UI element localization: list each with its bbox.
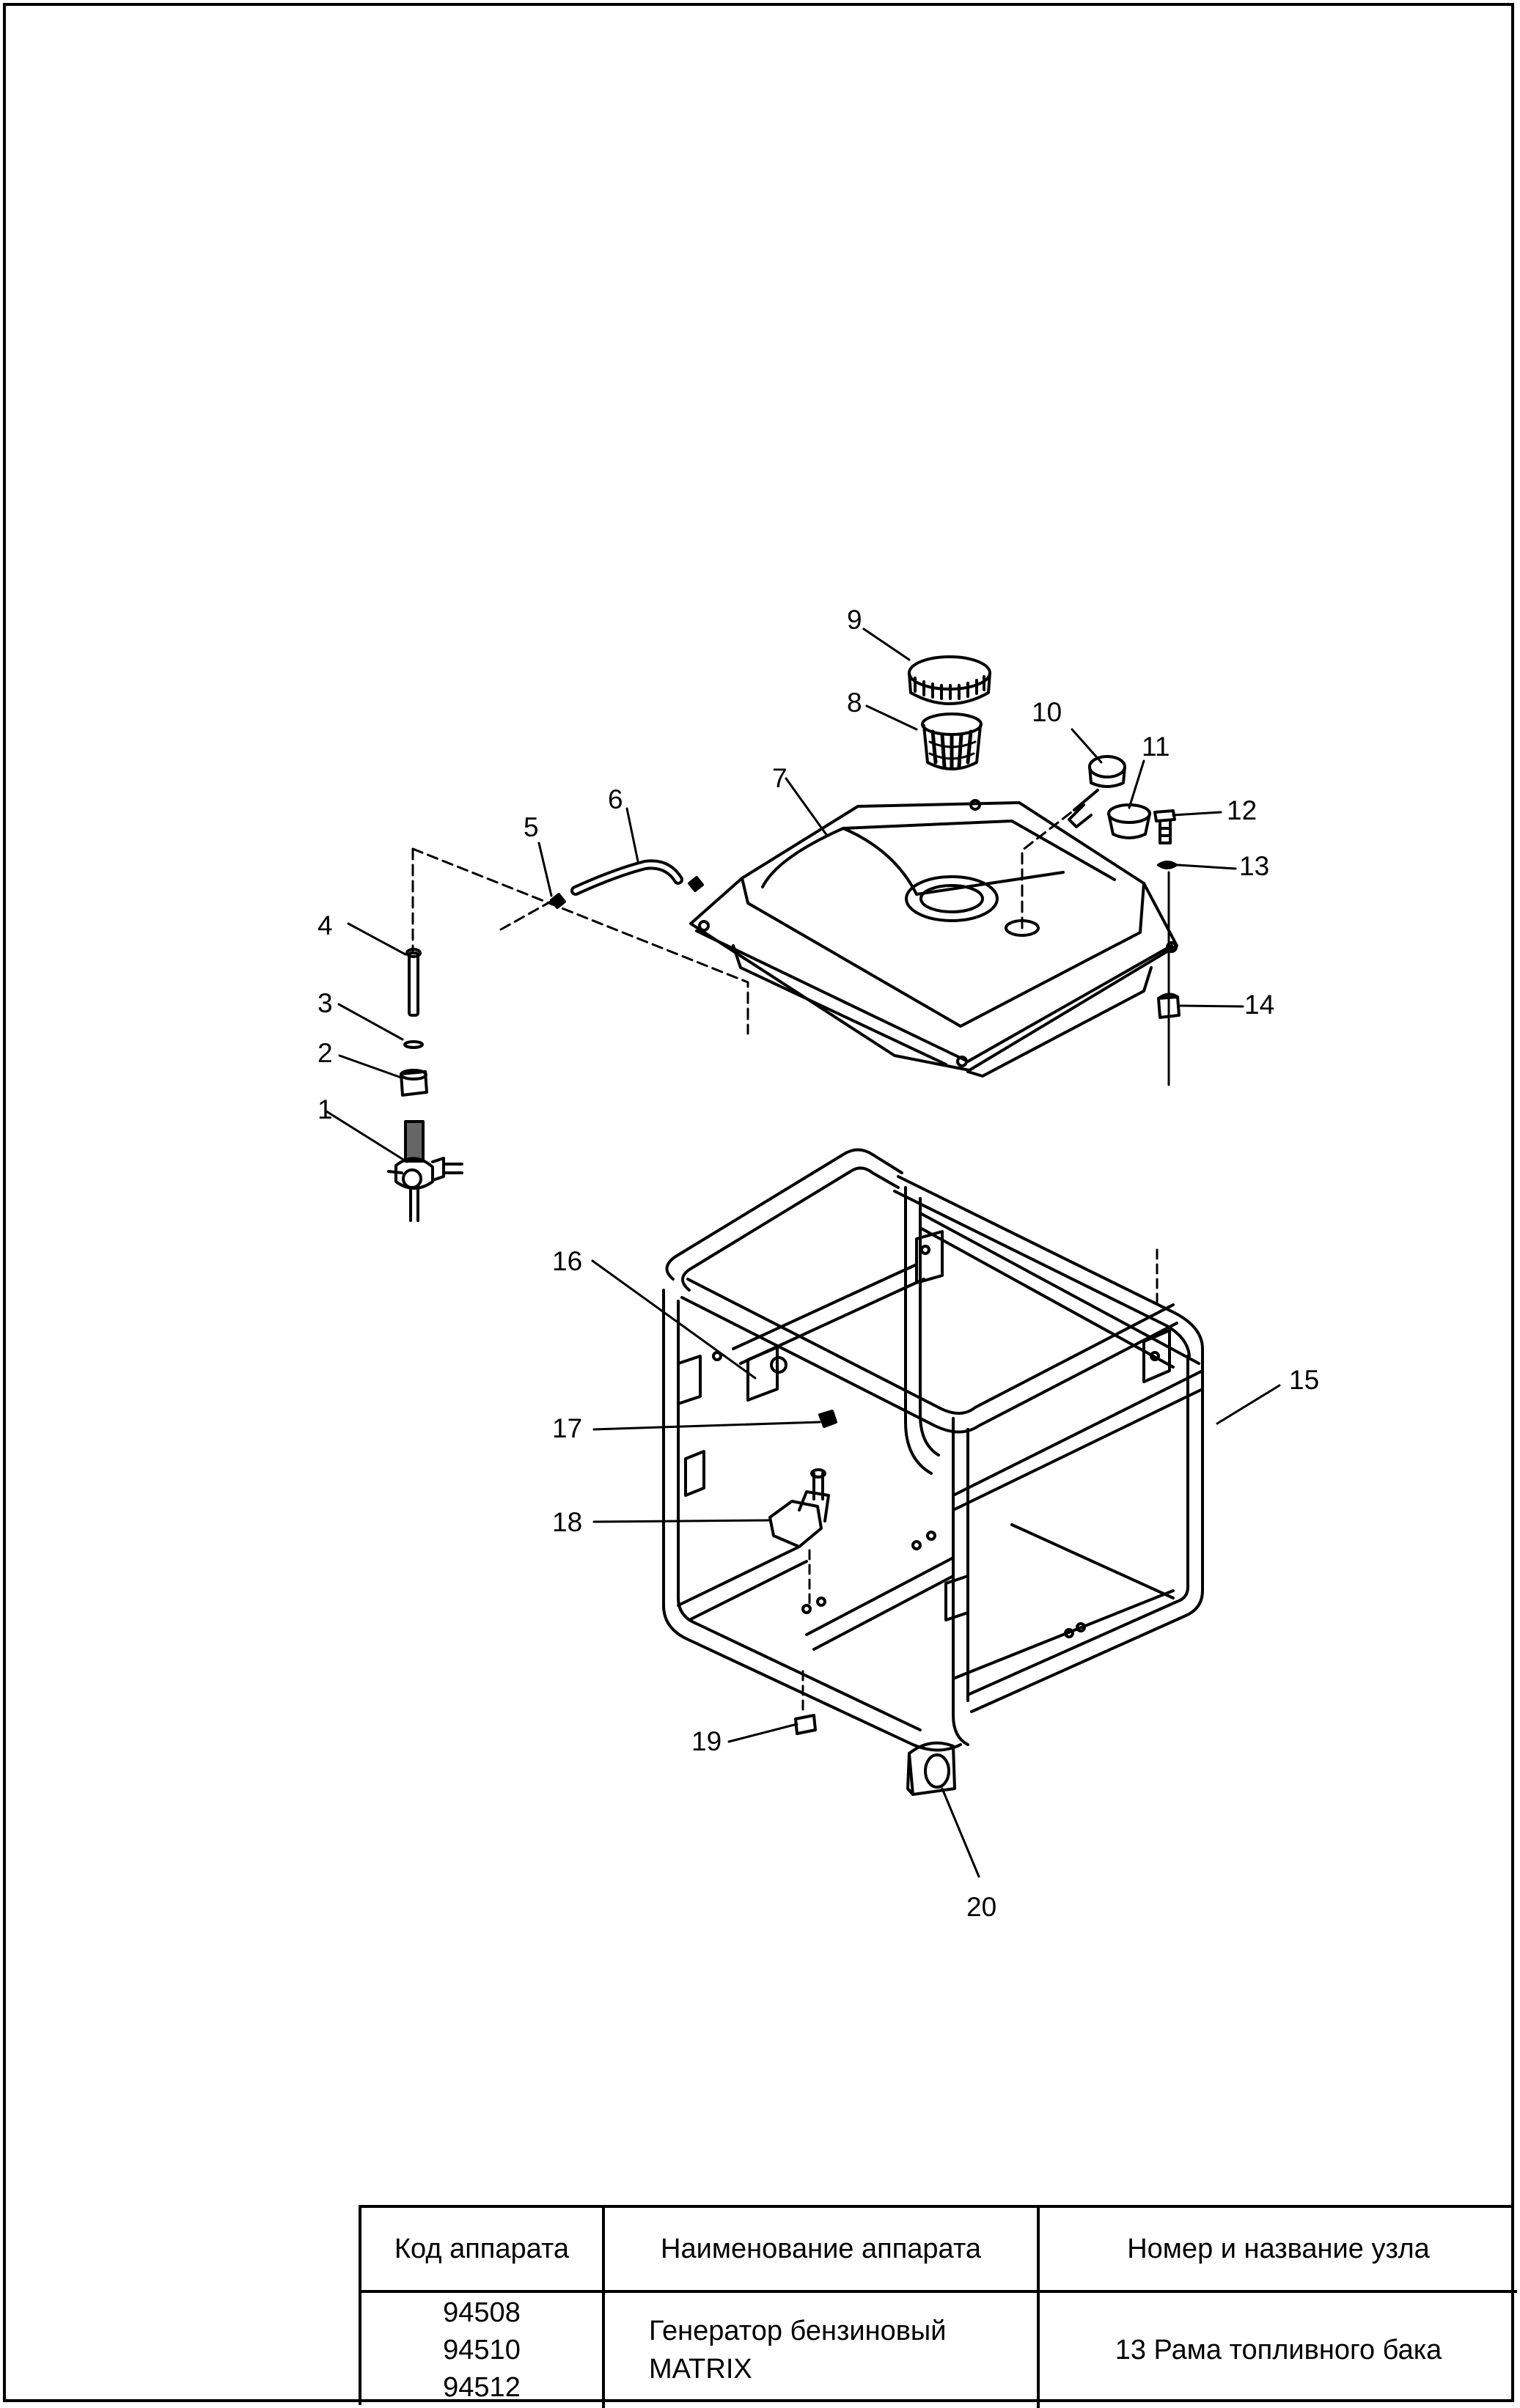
assembly-name: 13 Рама топливного бака (1115, 2335, 1442, 2365)
part-label-11: 11 (1142, 732, 1170, 762)
header-device-code: Код аппарата (394, 2233, 570, 2264)
title-block: Код аппарата Наименование аппарата Номер… (359, 2205, 1517, 2408)
part-label-14: 14 (1244, 990, 1275, 1020)
fuel-valve (387, 948, 463, 1222)
part-label-5: 5 (524, 812, 539, 842)
divider (1037, 2208, 1040, 2408)
part-label-7: 7 (772, 763, 787, 793)
header-device-name: Наименование аппарата (661, 2233, 981, 2264)
divider (361, 2290, 1517, 2293)
part-label-17: 17 (552, 1413, 583, 1443)
generator-frame (662, 1148, 1204, 1752)
fuel-filter-strainer (921, 713, 983, 770)
page-frame (3, 3, 1514, 2402)
part-label-6: 6 (608, 784, 623, 814)
part-label-4: 4 (317, 910, 333, 940)
header-assembly: Номер и название узла (1127, 2233, 1430, 2264)
engine-mount (768, 1468, 830, 1610)
fuel-cap (908, 655, 991, 705)
device-code: 94508 (443, 2297, 521, 2328)
part-label-13: 13 (1239, 851, 1270, 881)
mount-nut (794, 1670, 817, 1735)
device-name-line: Генератор бензиновый (649, 2316, 947, 2347)
device-code: 94510 (443, 2334, 521, 2365)
part-label-12: 12 (1227, 795, 1258, 825)
part-label-19: 19 (691, 1726, 722, 1756)
assembly-guides (411, 809, 1076, 1035)
part-label-16: 16 (552, 1246, 583, 1276)
part-label-10: 10 (1032, 697, 1062, 727)
part-label-15: 15 (1289, 1365, 1320, 1395)
rubber-foot (906, 1741, 956, 1796)
tank-mounting-bolt (1153, 809, 1181, 1086)
fuel-tank (689, 799, 1178, 1078)
tank-bracket (770, 1356, 837, 1428)
part-label-1: 1 (317, 1094, 333, 1124)
leader-lines (325, 627, 1281, 1878)
part-label-2: 2 (317, 1038, 333, 1068)
fuel-gauge (1068, 755, 1151, 839)
fuel-hose (550, 859, 704, 909)
device-code: 94512 (443, 2372, 521, 2404)
part-label-18: 18 (552, 1507, 583, 1537)
part-label-20: 20 (966, 1892, 997, 1922)
part-label-3: 3 (317, 988, 333, 1018)
part-label-8: 8 (847, 688, 862, 718)
part-label-9: 9 (847, 605, 862, 635)
device-name: Генератор бензиновый MATRIX (605, 2293, 1037, 2408)
device-codes: 94508 94510 94512 (361, 2293, 602, 2408)
device-name-line: MATRIX (649, 2353, 752, 2385)
divider (602, 2208, 605, 2408)
